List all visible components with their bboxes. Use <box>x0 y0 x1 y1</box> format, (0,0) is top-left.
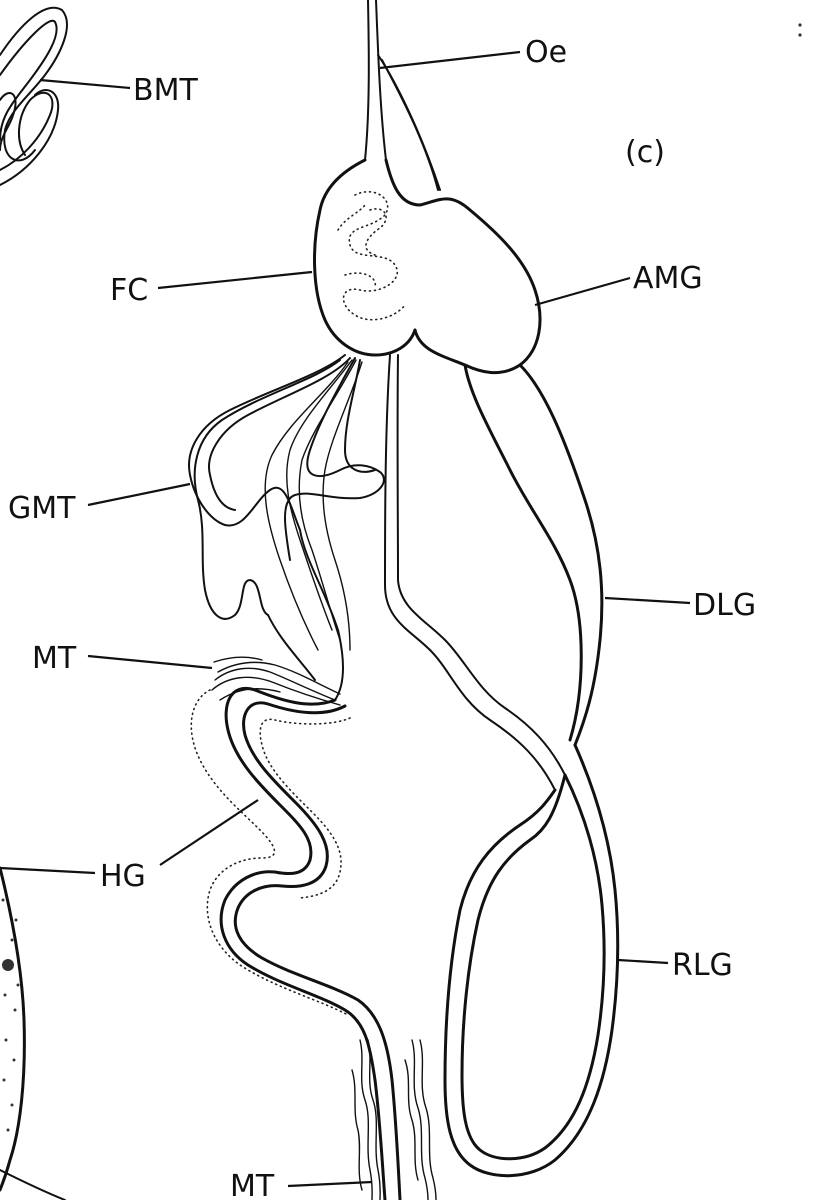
rectal-limb-gut <box>443 743 620 1178</box>
descending-limb-gut <box>384 354 604 791</box>
label-mt-upper: MT <box>32 641 77 676</box>
mt-tubules-lower <box>351 1039 437 1200</box>
leader-lines <box>0 50 691 1188</box>
leader-dlg <box>604 596 691 605</box>
leader-hg-left <box>0 866 96 875</box>
leader-mt-upper <box>87 654 213 670</box>
label-rlg: RLG <box>672 948 733 983</box>
leader-mt-lower <box>287 1180 373 1188</box>
leader-rlg <box>617 958 669 965</box>
stray-mark-2 <box>798 33 802 37</box>
panel-label: (c) <box>625 135 665 170</box>
label-mt-lower: MT <box>230 1169 275 1200</box>
stray-mark <box>798 23 802 27</box>
leader-gmt <box>87 482 191 507</box>
hindgut <box>190 686 402 1200</box>
leader-fc <box>157 270 313 290</box>
filter-chamber <box>313 158 417 357</box>
label-gmt: GMT <box>8 491 76 526</box>
leader-oe <box>379 50 521 70</box>
oesophagus <box>364 0 441 191</box>
label-amg: AMG <box>633 261 703 296</box>
label-bmt: BMT <box>133 73 198 108</box>
label-oe: Oe <box>525 35 567 70</box>
label-hg: HG <box>100 859 146 894</box>
label-fc: FC <box>110 273 148 308</box>
leader-amg <box>534 276 631 307</box>
left-specimen-fragment <box>0 866 66 1200</box>
labels: Oe BMT AMG FC GMT DLG MT HG RLG MT <box>8 35 756 1200</box>
leader-hg <box>159 799 259 866</box>
bmt-tubule <box>0 6 68 186</box>
leader-bmt <box>39 78 131 90</box>
label-dlg: DLG <box>693 588 756 623</box>
gmt-tubules <box>188 354 385 701</box>
